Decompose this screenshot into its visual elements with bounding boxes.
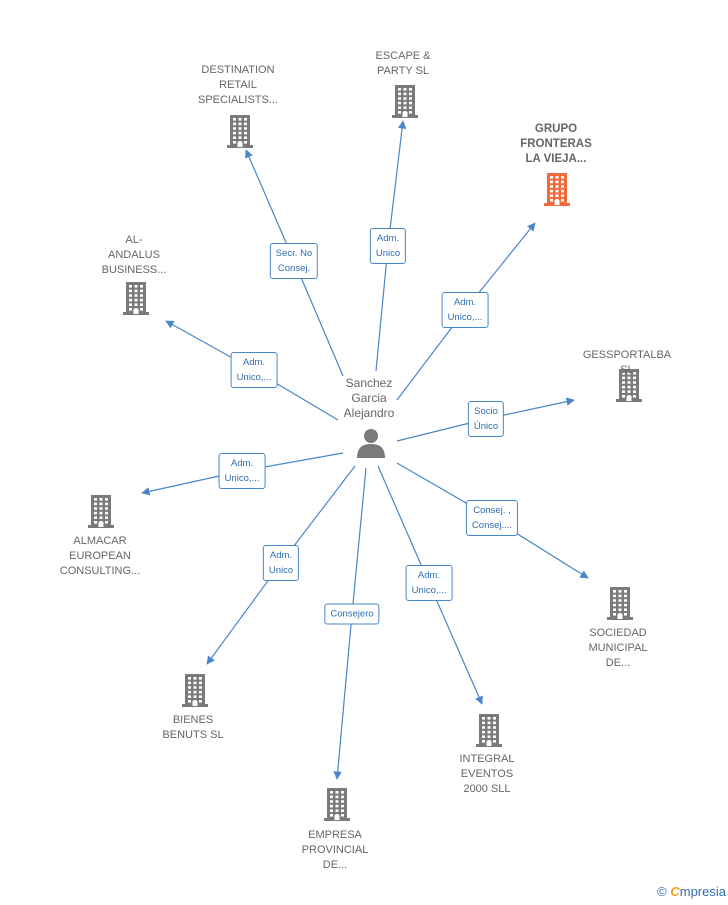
edge-role-label[interactable]: Adm. Unico,... — [218, 453, 266, 489]
building-icon[interactable] — [614, 367, 644, 408]
company-name-label[interactable]: AL- ANDALUS BUSINESS... — [101, 234, 167, 276]
building-icon[interactable] — [180, 672, 210, 713]
building-icon[interactable] — [121, 280, 151, 321]
building-icon[interactable] — [474, 712, 504, 753]
building-icon[interactable] — [390, 83, 420, 124]
copyright-icon: © — [657, 884, 667, 899]
building-icon[interactable] — [605, 585, 635, 626]
brand-logo-text: mpresia — [679, 884, 726, 899]
company-name-label[interactable]: ALMACAR EUROPEAN CONSULTING... — [59, 535, 141, 577]
edge-role-label[interactable]: Consejero — [324, 603, 380, 625]
building-icon[interactable] — [542, 171, 572, 212]
brand-logo-initial: C — [670, 884, 680, 899]
edge-role-label[interactable]: Secr. No Consej. — [269, 243, 319, 279]
company-name-label[interactable]: DESTINATION RETAIL SPECIALISTS... — [197, 64, 279, 106]
company-name-label[interactable]: BIENES BENUTS SL — [162, 714, 224, 741]
edge-role-label[interactable]: Socio Único — [467, 401, 505, 437]
person-name-label[interactable]: Sanchez Garcia Alejandro — [343, 376, 395, 420]
company-name-label[interactable]: ESCAPE & PARTY SL — [375, 50, 431, 77]
edge-role-label[interactable]: Adm. Unico,... — [230, 352, 278, 388]
edge-role-label[interactable]: Consej. , Consej.... — [465, 500, 519, 536]
building-icon[interactable] — [322, 786, 352, 827]
edge-role-label[interactable]: Adm. Unico,... — [441, 292, 489, 328]
company-name-label[interactable]: EMPRESA PROVINCIAL DE... — [301, 829, 369, 871]
building-icon[interactable] — [225, 113, 255, 154]
edge-role-label[interactable]: Adm. Unico — [262, 545, 300, 581]
building-icon[interactable] — [86, 493, 116, 534]
company-name-label[interactable]: INTEGRAL EVENTOS 2000 SLL — [459, 753, 515, 795]
brand-footer: © Cmpresia — [657, 884, 726, 899]
edge-role-label[interactable]: Adm. Unico,... — [405, 565, 453, 601]
company-name-label[interactable]: SOCIEDAD MUNICIPAL DE... — [588, 627, 648, 669]
edge-role-label[interactable]: Adm. Unico — [369, 228, 407, 264]
company-name-label[interactable]: GESSPORTALBA SL — [582, 349, 672, 376]
company-name-label[interactable]: GRUPO FRONTERAS LA VIEJA... — [520, 123, 592, 165]
person-icon[interactable] — [355, 427, 387, 464]
